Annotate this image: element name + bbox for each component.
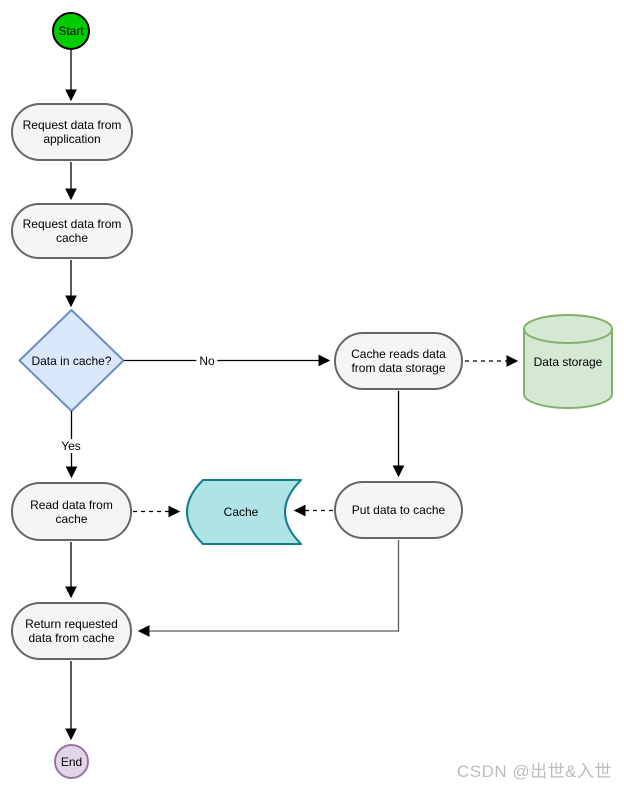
process-label: Return requested data from cache <box>25 617 118 645</box>
process-label: Request data from application <box>22 118 122 146</box>
process-request-data-from-cache: Request data from cache <box>11 203 133 259</box>
data-storage-node: Data storage <box>524 315 612 408</box>
data-storage-cylinder-shape <box>523 314 613 409</box>
process-return-requested-data-from-cache: Return requested data from cache <box>11 602 132 660</box>
end-node-label: End <box>60 754 83 769</box>
cache-node: Cache <box>189 480 293 544</box>
process-label: Read data from cache <box>30 497 113 526</box>
process-cache-reads-data-from-data-storage: Cache reads data from data storage <box>334 332 463 390</box>
data-storage-label: Data storage <box>533 354 603 369</box>
process-put-data-to-cache: Put data to cache <box>334 481 463 539</box>
edge-label-no: No <box>196 354 218 368</box>
data-storage-cylinder-rim <box>523 328 613 344</box>
cache-stored-data-shape <box>186 479 302 545</box>
decision-data-in-cache: Data in cache? <box>19 310 124 411</box>
csdn-watermark: CSDN @出世&入世 <box>457 762 612 781</box>
process-label: Request data from cache <box>22 217 122 245</box>
edge-label-yes: Yes <box>58 439 84 453</box>
process-label: Put data to cache <box>351 503 446 517</box>
process-request-data-from-application: Request data from application <box>11 103 133 161</box>
start-node-label: Start <box>58 24 84 38</box>
start-node: Start <box>52 12 90 50</box>
end-node: End <box>54 744 89 779</box>
cache-label: Cache <box>223 505 259 519</box>
decision-label: Data in cache? <box>31 353 112 368</box>
process-label: Cache reads data from data storage <box>351 347 446 375</box>
process-read-data-from-cache: Read data from cache <box>11 482 132 541</box>
edge-put-cache-to-return-data <box>137 540 400 637</box>
